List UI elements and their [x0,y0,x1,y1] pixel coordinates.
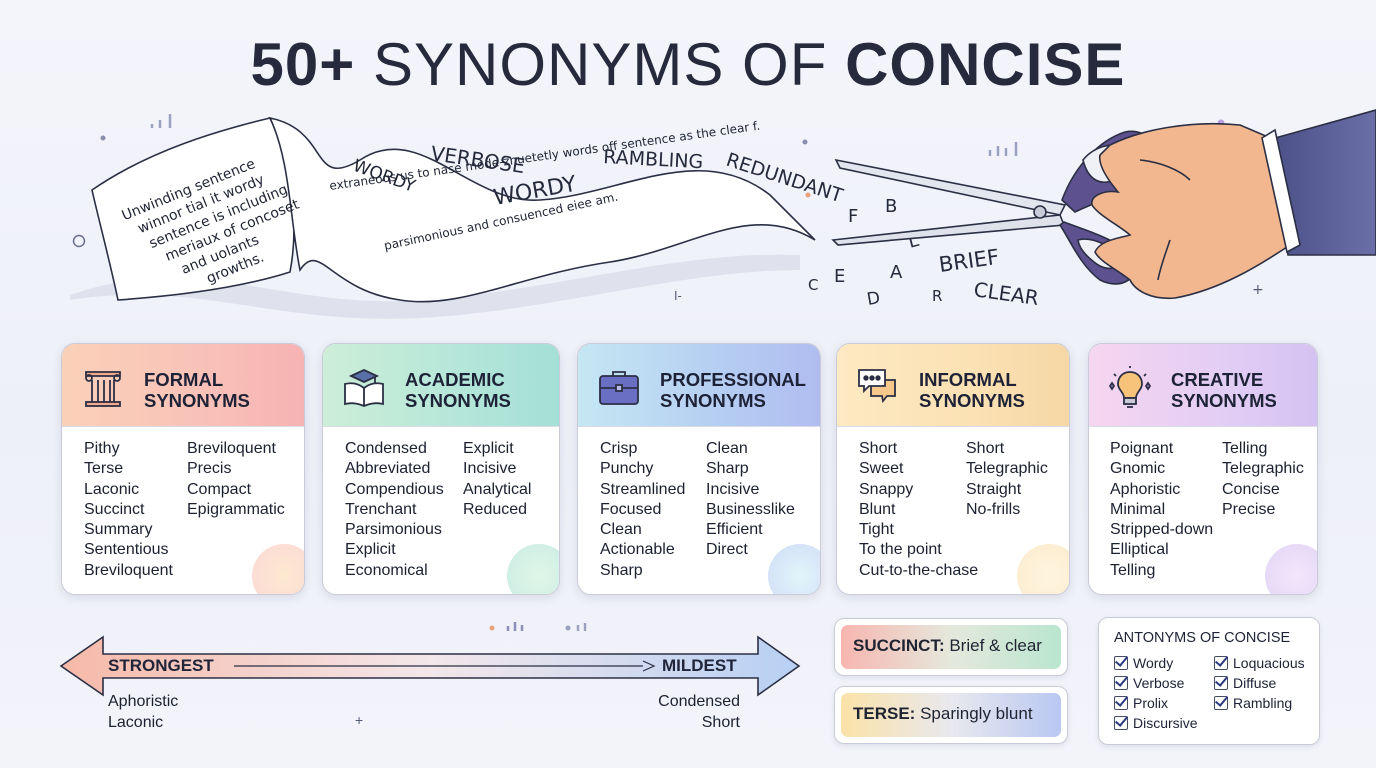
graduation-book-icon [344,369,384,407]
letter: F [848,206,858,227]
page-title: 50+ SYNONYMS OF CONCISE [0,30,1376,99]
svg-text:I-: I- [674,289,682,303]
strength-scale-arrow [59,635,801,697]
scale-right-label: MILDEST [662,656,737,675]
checkbox-icon [1214,696,1228,710]
paper-sheet [91,117,295,301]
letter: E [834,266,845,287]
definition-terse: TERSE: Sparingly blunt [834,686,1068,744]
antonym-item: Diffuse [1214,675,1276,691]
corner-decoration [252,544,304,594]
corner-decoration [1265,544,1317,594]
decor-dots [489,622,587,631]
checkbox-icon [1114,716,1128,730]
antonyms-title: ANTONYMS OF CONCISE [1114,630,1291,646]
checkbox-icon [1214,676,1228,690]
hand-icon [1091,109,1376,300]
checkbox-icon [1114,656,1128,670]
checkbox-icon [1114,676,1128,690]
letter: R [932,287,942,305]
paper-ribbon [268,116,816,303]
antonym-item: Wordy [1114,655,1173,671]
antonym-item: Loquacious [1214,655,1305,671]
antonym-item: Prolix [1114,695,1168,711]
checkbox-icon [1114,696,1128,710]
letter: D [865,288,881,310]
letter: A [890,262,903,283]
briefcase-icon [599,371,639,405]
chat-bubbles-icon [858,369,896,404]
column-icon [85,371,121,407]
svg-text:+: + [1252,282,1264,298]
corner-decoration [507,544,559,594]
title-word: CONCISE [845,31,1126,98]
title-number: 50+ [250,31,356,98]
definition-succinct: SUCCINCT: Brief & clear [834,618,1068,676]
letter: C [808,276,818,294]
word-clear: CLEAR [972,277,1040,310]
checkbox-icon [1214,656,1228,670]
antonym-item: Rambling [1214,695,1292,711]
lightbulb-icon [1108,366,1152,408]
word-brief: BRIEF [937,245,1000,277]
letter: B [885,196,897,217]
scissors-ribbon-illustration: Unwinding sentence winnor tial it wordy … [70,109,1376,319]
antonym-item: Verbose [1114,675,1184,691]
corner-decoration [1017,544,1069,594]
corner-decoration [768,544,820,594]
antonyms-box: ANTONYMS OF CONCISE Wordy Verbose Prolix… [1098,617,1320,745]
scale-left-label: STRONGEST [108,656,214,675]
decor-plus: + [355,712,364,728]
antonym-item: Discursive [1114,715,1198,731]
title-middle: SYNONYMS OF [373,31,828,98]
word-rambling: RAMBLING [603,146,704,173]
